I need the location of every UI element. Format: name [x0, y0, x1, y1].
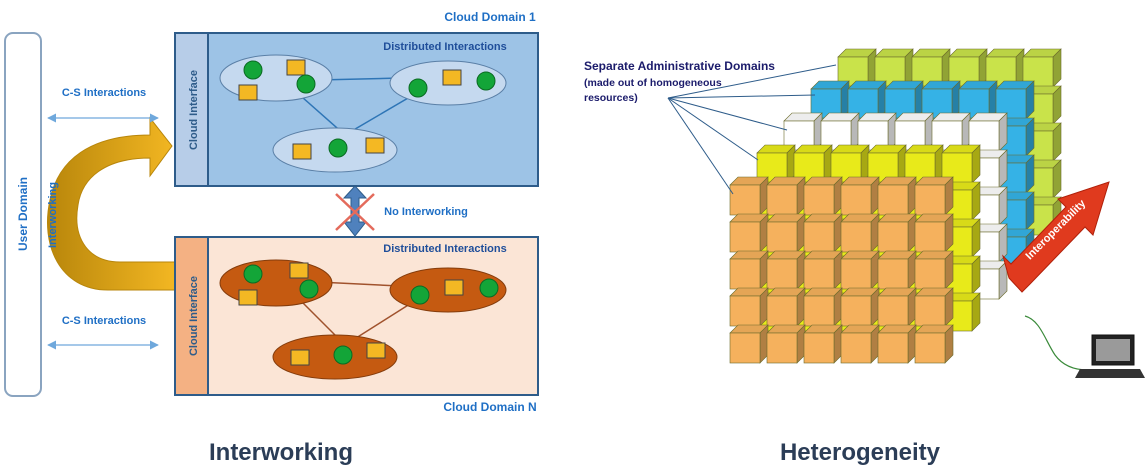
resource-cube — [877, 287, 917, 327]
resource-cube — [766, 250, 806, 290]
resource-cube — [877, 324, 917, 364]
cloud-domain-n: Cloud Interface Distributed Interactions — [174, 236, 539, 414]
resource-cube — [911, 48, 951, 88]
cloud-domain-n-interactions-label: Distributed Interactions — [383, 243, 506, 255]
resource-cube — [914, 324, 954, 364]
no-interworking-label: No Interworking — [384, 206, 468, 218]
resource-cube — [914, 176, 954, 216]
resource-cube — [803, 250, 843, 290]
resource-cube — [820, 112, 860, 152]
resource-cube — [756, 144, 796, 184]
cloud-domain-1-interactions-label: Distributed Interactions — [383, 41, 506, 53]
resource-cube — [729, 213, 769, 253]
heterogeneity-panel: Interoperability Separate Administrative… — [584, 48, 1145, 466]
resource-cube — [840, 213, 880, 253]
interworking-arrow-label: Interworking — [47, 182, 59, 248]
domains-label-line1: Separate Administrative Domains — [584, 59, 775, 73]
cloud-domain-n-title: Cloud Domain N — [443, 400, 536, 414]
cloud-domain-1: Cloud Domain 1 Cloud Interface Distribut… — [174, 10, 539, 187]
resource-cube — [766, 213, 806, 253]
domain-pointer-lines — [667, 64, 837, 195]
laptop-icon — [1024, 315, 1145, 378]
resource-cube — [914, 287, 954, 327]
cloud-domain-1-interface-label: Cloud Interface — [188, 70, 200, 150]
heterogeneity-caption: Heterogeneity — [780, 439, 941, 466]
cs-interactions-top-label: C-S Interactions — [62, 87, 146, 99]
resource-cube — [766, 287, 806, 327]
resource-cube — [840, 324, 880, 364]
resource-cube — [884, 80, 924, 120]
resource-cube — [729, 176, 769, 216]
resource-cube — [840, 176, 880, 216]
domains-label-line2: (made out of homogeneous — [584, 77, 722, 89]
resource-cube — [877, 250, 917, 290]
cloud-d1-a — [219, 54, 333, 102]
resource-cube — [877, 176, 917, 216]
resource-cube — [840, 250, 880, 290]
cloud-d1-c — [272, 127, 398, 173]
interworking-caption: Interworking — [209, 439, 353, 466]
cloud-dn-c — [272, 334, 398, 380]
domains-label-line3: resources) — [584, 92, 638, 104]
user-domain-label: User Domain — [16, 177, 30, 251]
cloud-dn-b — [389, 267, 507, 313]
resource-cube — [729, 250, 769, 290]
resource-cube — [995, 80, 1035, 120]
resource-cube — [914, 213, 954, 253]
resource-cube — [766, 324, 806, 364]
resource-cube — [803, 176, 843, 216]
cs-interactions-bottom-label: C-S Interactions — [62, 315, 146, 327]
resource-cube — [766, 176, 806, 216]
user-domain-bar: User Domain — [4, 32, 42, 397]
orange-layer — [729, 176, 954, 364]
resource-cube — [729, 287, 769, 327]
cloud-domain-n-interface-label: Cloud Interface — [188, 276, 200, 356]
resource-cube — [729, 324, 769, 364]
cloud-d1-b — [389, 60, 507, 106]
resource-cube — [803, 287, 843, 327]
resource-cube — [914, 250, 954, 290]
resource-cube — [840, 287, 880, 327]
cloud-dn-a — [219, 259, 333, 307]
no-interworking-arrow: No Interworking — [335, 185, 468, 237]
resource-cube — [803, 213, 843, 253]
resource-cube — [877, 213, 917, 253]
resource-cube-grid — [729, 48, 1062, 364]
resource-cube — [803, 324, 843, 364]
cloud-domain-1-title: Cloud Domain 1 — [444, 10, 536, 24]
interworking-panel: User Domain Interworking C-S Interaction… — [4, 10, 539, 466]
interworking-arrow: Interworking — [46, 116, 179, 291]
